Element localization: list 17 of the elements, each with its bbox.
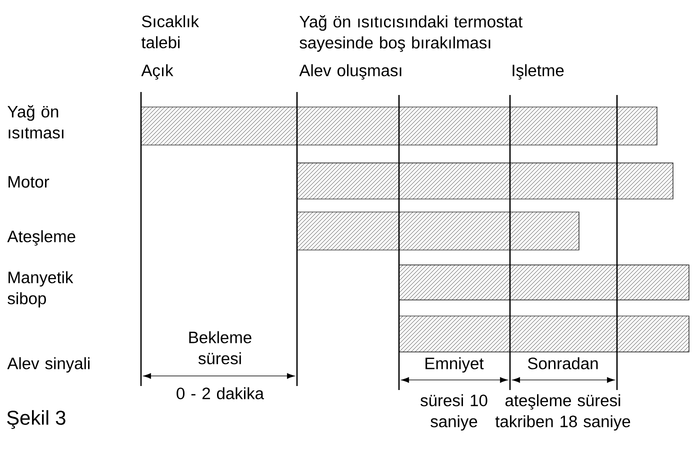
duration-label: Sonradan: [528, 357, 598, 370]
row-label: Motor: [8, 176, 50, 188]
duration-label: ateşleme süresi takriben 18 saniye: [495, 394, 630, 431]
duration-label: süresi 10 saniye: [420, 394, 488, 431]
time-label: Alev oluşması: [299, 64, 402, 80]
figure-caption: Şekil 3: [7, 410, 66, 429]
time-label: Açık: [141, 64, 174, 80]
time-label: Sıcaklık talebi: [141, 15, 199, 48]
duration-label: Bekleme süresi: [189, 331, 252, 364]
duration-label: Emniyet: [426, 357, 484, 373]
duration-label: 0 - 2 dakika: [176, 387, 264, 400]
row-label: Manyetik sibop: [8, 271, 74, 308]
time-label: Yağ ön ısıtıcısındaki termostat sayesinde boş bırakılması: [300, 15, 523, 52]
row-label: Alev sinyali: [7, 357, 90, 373]
row-label: Yağ ön ısıtması: [8, 105, 64, 138]
row-label: Ateşleme: [7, 230, 76, 246]
time-label: Işletme: [512, 64, 564, 80]
